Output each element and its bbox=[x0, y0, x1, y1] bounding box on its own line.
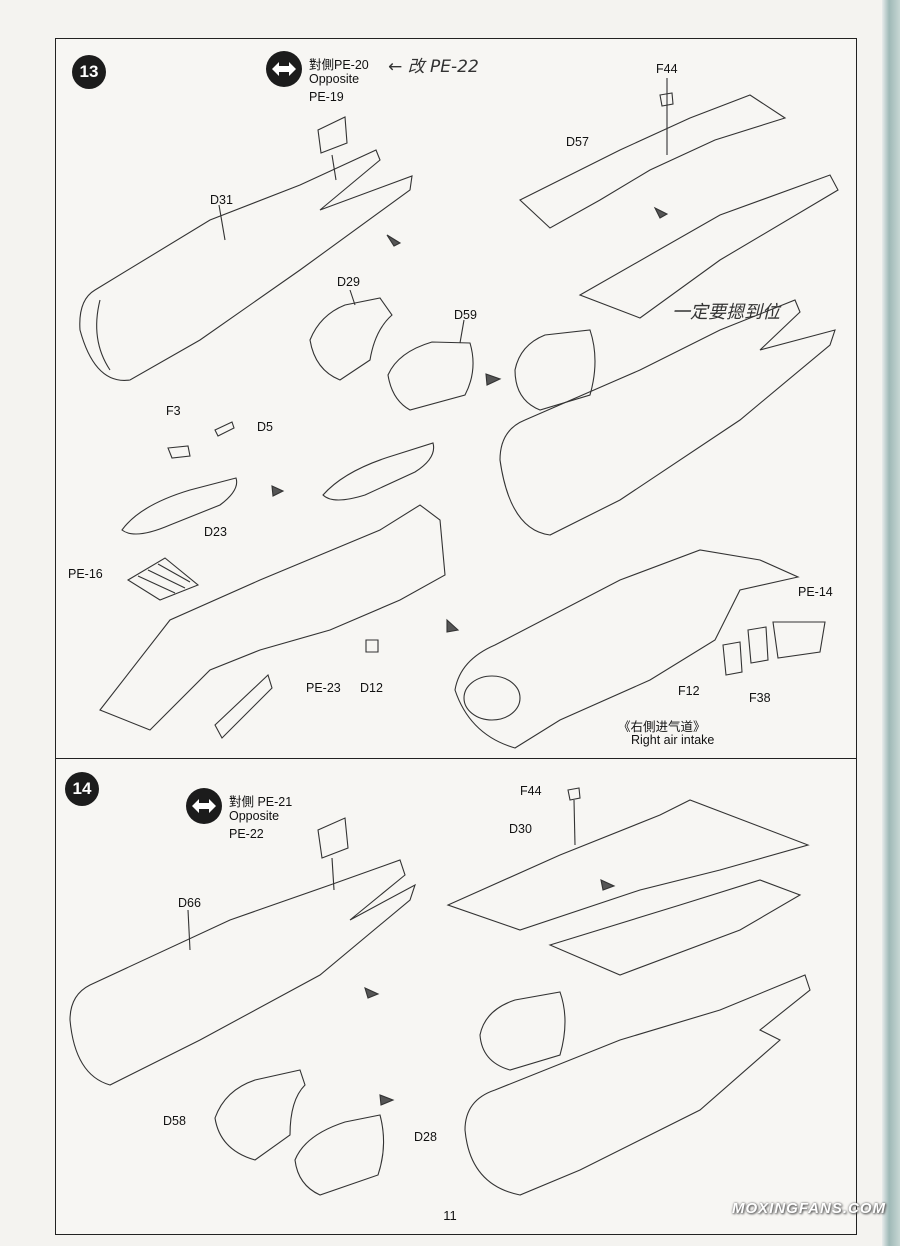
part-label-D58: D58 bbox=[163, 1114, 186, 1128]
direction-arrow bbox=[485, 373, 502, 386]
step-14-panel bbox=[55, 758, 857, 1235]
caption-en: Right air intake bbox=[631, 733, 715, 747]
pe-14-part bbox=[772, 621, 826, 659]
part-label-D31: D31 bbox=[210, 193, 233, 207]
canopy-d23 bbox=[121, 477, 238, 535]
canopy-assembled bbox=[322, 442, 435, 501]
part-label-D5: D5 bbox=[257, 420, 273, 434]
step-13-badge: 13 bbox=[72, 55, 106, 89]
part-f44 bbox=[567, 787, 581, 801]
fuselage-d66 bbox=[69, 859, 416, 1086]
opposite-part-label: PE-22 bbox=[229, 827, 264, 841]
adjacent-page-edge bbox=[882, 0, 900, 1246]
fuselage-d31-edge bbox=[96, 299, 111, 371]
pe-16-part bbox=[126, 557, 200, 601]
caption-cn: 《右側进气道》 bbox=[618, 720, 706, 734]
handwritten-note: ← 改 PE-22 bbox=[388, 57, 479, 77]
handwritten-note-2: 一定要摁到位 bbox=[672, 302, 780, 323]
fuselage-assembled bbox=[499, 299, 836, 536]
part-label-D23: D23 bbox=[204, 525, 227, 539]
fuselage-d31 bbox=[79, 149, 413, 381]
part-f12 bbox=[722, 641, 743, 676]
part-label-D29: D29 bbox=[337, 275, 360, 289]
part-label-PE-23: PE-23 bbox=[306, 681, 341, 695]
watermark: MOXINGFANS.COM bbox=[731, 1200, 886, 1217]
part-f38 bbox=[747, 626, 769, 664]
part-label-F44: F44 bbox=[520, 784, 542, 798]
leader-line bbox=[349, 289, 356, 306]
part-label-F3: F3 bbox=[166, 404, 181, 418]
part-f3 bbox=[167, 445, 191, 459]
intake-assembled bbox=[514, 329, 596, 411]
direction-arrow bbox=[379, 1094, 395, 1106]
pe-23-part bbox=[214, 673, 273, 739]
direction-arrow bbox=[364, 986, 380, 999]
forward-fuselage-complete bbox=[454, 549, 800, 749]
page-number: 11 bbox=[443, 1208, 457, 1223]
opposite-part-label: PE-19 bbox=[309, 90, 344, 104]
part-label-F12: F12 bbox=[678, 684, 700, 698]
opposite-en-label: Opposite bbox=[229, 809, 280, 823]
intake-d29 bbox=[309, 297, 393, 381]
direction-arrow bbox=[653, 206, 669, 219]
pe-22-part bbox=[317, 817, 349, 859]
part-label-D30: D30 bbox=[509, 822, 532, 836]
leader-line bbox=[459, 319, 465, 344]
part-label-D66: D66 bbox=[178, 896, 201, 910]
opposite-side-icon bbox=[266, 51, 302, 87]
part-label-D57: D57 bbox=[566, 135, 589, 149]
intake-d58 bbox=[214, 1069, 306, 1161]
direction-arrow bbox=[271, 485, 285, 497]
part-d12 bbox=[365, 639, 379, 653]
direction-arrow bbox=[386, 234, 402, 247]
opposite-cn-label: 對側 PE-21 bbox=[229, 795, 293, 809]
panel-assembled bbox=[578, 174, 839, 319]
part-label-F38: F38 bbox=[749, 691, 771, 705]
part-d5 bbox=[214, 421, 235, 437]
opposite-en-label: Opposite bbox=[309, 72, 360, 86]
intake-assembled-14 bbox=[479, 991, 566, 1071]
opposite-side-icon bbox=[186, 788, 222, 824]
fuselage-assembled-14 bbox=[464, 974, 811, 1196]
direction-arrow bbox=[446, 618, 460, 633]
direction-arrow bbox=[600, 879, 616, 891]
leader-line bbox=[187, 909, 191, 951]
part-label-PE-16: PE-16 bbox=[68, 567, 103, 581]
step-14-badge: 14 bbox=[65, 772, 99, 806]
leader-line bbox=[331, 857, 335, 891]
panel-assembled-14 bbox=[548, 879, 802, 976]
opposite-cn-label: 對側PE-20 bbox=[309, 58, 369, 72]
forward-fuselage bbox=[99, 504, 446, 731]
part-label-PE-14: PE-14 bbox=[798, 585, 833, 599]
intake-d59 bbox=[387, 341, 474, 411]
part-label-D59: D59 bbox=[454, 308, 477, 322]
panel-d57 bbox=[519, 94, 787, 229]
step-13-panel bbox=[55, 38, 857, 760]
part-label-D12: D12 bbox=[360, 681, 383, 695]
pe-19-part bbox=[317, 116, 348, 154]
part-f44 bbox=[659, 92, 674, 107]
leader-line bbox=[331, 154, 337, 181]
intake-d28 bbox=[294, 1114, 385, 1196]
right-air-intake bbox=[463, 675, 521, 721]
pe-16-grid bbox=[137, 563, 191, 594]
leader-line bbox=[573, 799, 576, 846]
part-label-D28: D28 bbox=[414, 1130, 437, 1144]
part-label-F44: F44 bbox=[656, 62, 678, 76]
leader-line bbox=[218, 204, 226, 241]
panel-d30 bbox=[446, 799, 810, 931]
